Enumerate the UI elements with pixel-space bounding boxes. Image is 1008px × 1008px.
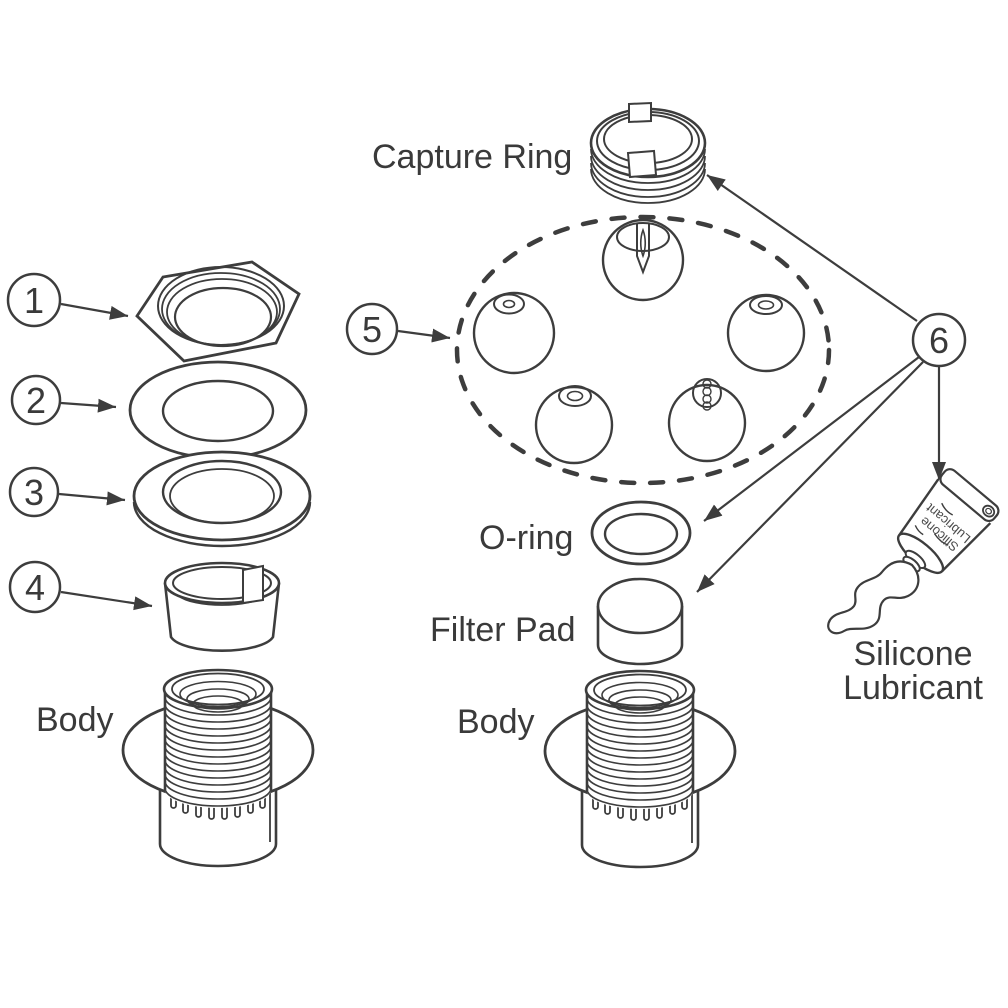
callout-3: 3 xyxy=(8,466,126,518)
ball-left xyxy=(472,291,556,375)
callout-2-number: 2 xyxy=(26,380,46,421)
ball-bottom-right xyxy=(667,378,747,463)
dashed-boundary-circle xyxy=(454,214,832,486)
callout-5-number: 5 xyxy=(362,309,382,350)
callout-6-arrow-o-ring xyxy=(703,356,920,522)
filter-pad-label: Filter Pad xyxy=(430,611,576,649)
filter-pad-drawing xyxy=(596,577,684,666)
callout-1-arrow xyxy=(60,302,129,320)
o-ring-label: O-ring xyxy=(479,519,573,557)
ball-bottom-left xyxy=(534,385,614,465)
body-right-label: Body xyxy=(457,703,535,741)
ball-right xyxy=(726,293,806,373)
callout-4-arrow xyxy=(60,590,153,611)
cup-tab xyxy=(242,564,264,605)
capture-ring-front-tab xyxy=(626,149,658,179)
callout-4: 4 xyxy=(8,560,153,614)
callout-5-arrow xyxy=(397,328,451,343)
callout-4-number: 4 xyxy=(25,567,45,608)
callout-1-number: 1 xyxy=(24,280,44,321)
o-ring-drawing xyxy=(590,500,692,566)
callout-2: 2 xyxy=(10,374,117,426)
callout-6-arrow-filter-pad xyxy=(696,361,924,593)
silicone-lubricant-label-line1: Silicone xyxy=(853,635,972,673)
callout-6-arrow-capture-ring xyxy=(706,174,918,322)
callout-5: 5 xyxy=(345,302,451,356)
callout-3-arrow xyxy=(58,491,126,506)
ball-cluster-drawing xyxy=(454,214,832,486)
ball-needle xyxy=(601,218,685,302)
capture-ring-label: Capture Ring xyxy=(372,138,572,176)
callout-6-number: 6 xyxy=(929,320,949,361)
cup-retainer-drawing xyxy=(163,561,281,652)
silicone-tube-drawing: Silicone Lubricant xyxy=(827,468,1000,635)
thick-gasket-ring-drawing xyxy=(132,450,312,548)
callout-6: 6 xyxy=(696,174,967,593)
callout-2-arrow xyxy=(60,398,117,413)
silicone-lubricant-label-line2: Lubricant xyxy=(843,669,983,707)
flat-gasket-drawing xyxy=(128,360,308,460)
body-left-drawing xyxy=(121,668,315,868)
body-left-label: Body xyxy=(36,701,114,739)
hex-nut-drawing xyxy=(135,260,301,363)
lubricant-blob xyxy=(827,560,920,635)
callout-1: 1 xyxy=(6,272,129,328)
body-right-drawing xyxy=(543,669,737,869)
callout-3-number: 3 xyxy=(24,472,44,513)
capture-ring-top-tab xyxy=(628,101,652,124)
capture-ring-drawing xyxy=(589,101,707,204)
